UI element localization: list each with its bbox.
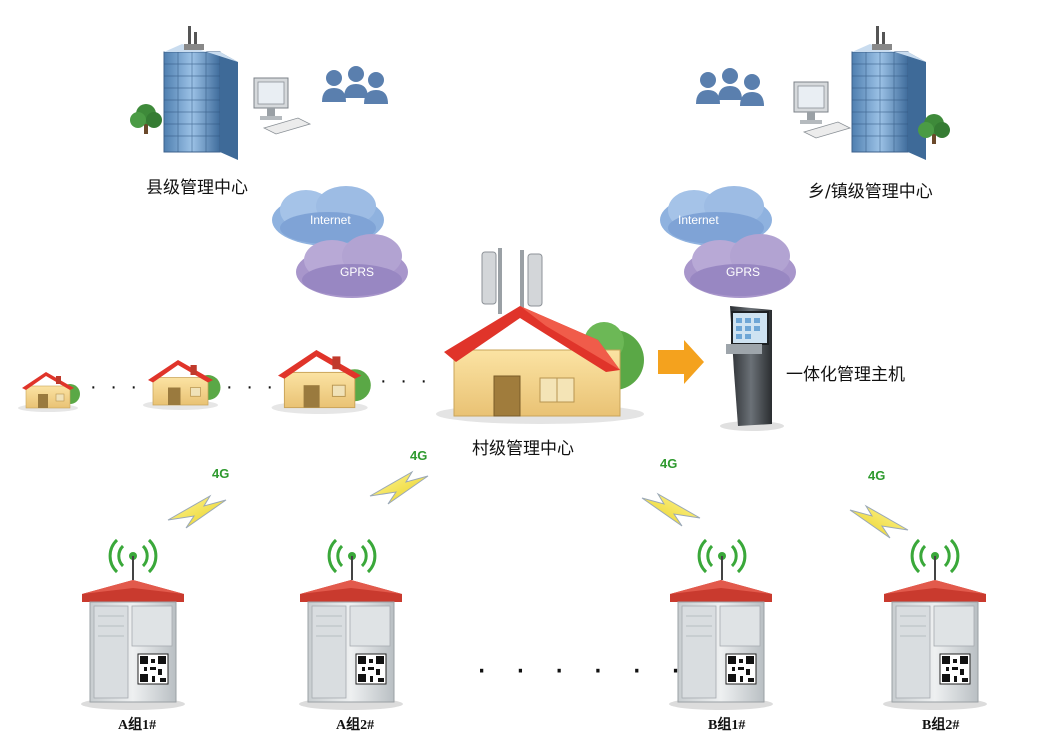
ellipsis: · · · xyxy=(90,376,142,398)
lightning-link-icon xyxy=(641,493,701,527)
village-center-label: 村级管理中心 xyxy=(472,439,574,459)
ellipsis: · · · xyxy=(226,376,278,398)
kiosk-host-icon xyxy=(720,306,784,431)
signal-4g-label: 4G xyxy=(212,466,230,481)
ellipsis: · · · xyxy=(380,370,432,392)
computer-icon xyxy=(793,81,851,139)
station-label: A组2# xyxy=(336,718,375,733)
station-a2 xyxy=(298,538,404,711)
station-label: A组1# xyxy=(118,718,157,733)
host-label: 一体化管理主机 xyxy=(786,365,905,385)
pump-cabinet-icon xyxy=(882,579,988,711)
station-b2 xyxy=(882,538,988,711)
town-center-group xyxy=(696,25,950,161)
county-center-label: 县级管理中心 xyxy=(146,178,248,198)
cloud-group-left: Internet GPRS xyxy=(272,186,408,298)
computer-icon xyxy=(253,77,311,135)
wireless-signal-icon xyxy=(910,538,960,582)
pump-cabinet-icon xyxy=(298,579,404,711)
gprs-label: GPRS xyxy=(340,265,374,279)
lightning-link-icon xyxy=(369,471,429,505)
town-center-label: 乡/镇级管理中心 xyxy=(808,182,933,202)
village-house-icon xyxy=(270,349,372,415)
office-building-icon xyxy=(163,25,239,161)
people-icon xyxy=(322,66,388,104)
village-house-icon xyxy=(17,371,81,413)
lightning-link-icon xyxy=(167,495,227,529)
station-label: B组1# xyxy=(708,718,746,733)
ellipsis: · · · · · · xyxy=(476,650,691,688)
antenna-icon xyxy=(481,248,543,314)
pump-cabinet-icon xyxy=(80,579,186,711)
station-label: B组2# xyxy=(922,718,960,733)
signal-4g-label: 4G xyxy=(410,448,428,463)
wireless-signal-icon xyxy=(108,538,158,582)
county-center-group xyxy=(130,25,388,161)
cloud-group-right: Internet GPRS xyxy=(660,186,796,298)
people-icon xyxy=(696,68,764,106)
lightning-link-icon xyxy=(849,505,909,539)
gprs-label: GPRS xyxy=(726,265,760,279)
pump-cabinet-icon xyxy=(668,579,774,711)
signal-4g-label: 4G xyxy=(868,468,886,483)
arrow-right-icon xyxy=(658,340,704,384)
station-a1 xyxy=(80,538,186,711)
internet-label: Internet xyxy=(678,213,719,227)
office-building-icon xyxy=(851,25,927,161)
internet-label: Internet xyxy=(310,213,351,227)
village-center-house-icon xyxy=(436,248,644,424)
wireless-signal-icon xyxy=(697,538,747,582)
village-house-icon xyxy=(142,359,222,411)
tree-icon xyxy=(130,104,162,134)
wireless-signal-icon xyxy=(327,538,377,582)
signal-4g-label: 4G xyxy=(660,456,678,471)
